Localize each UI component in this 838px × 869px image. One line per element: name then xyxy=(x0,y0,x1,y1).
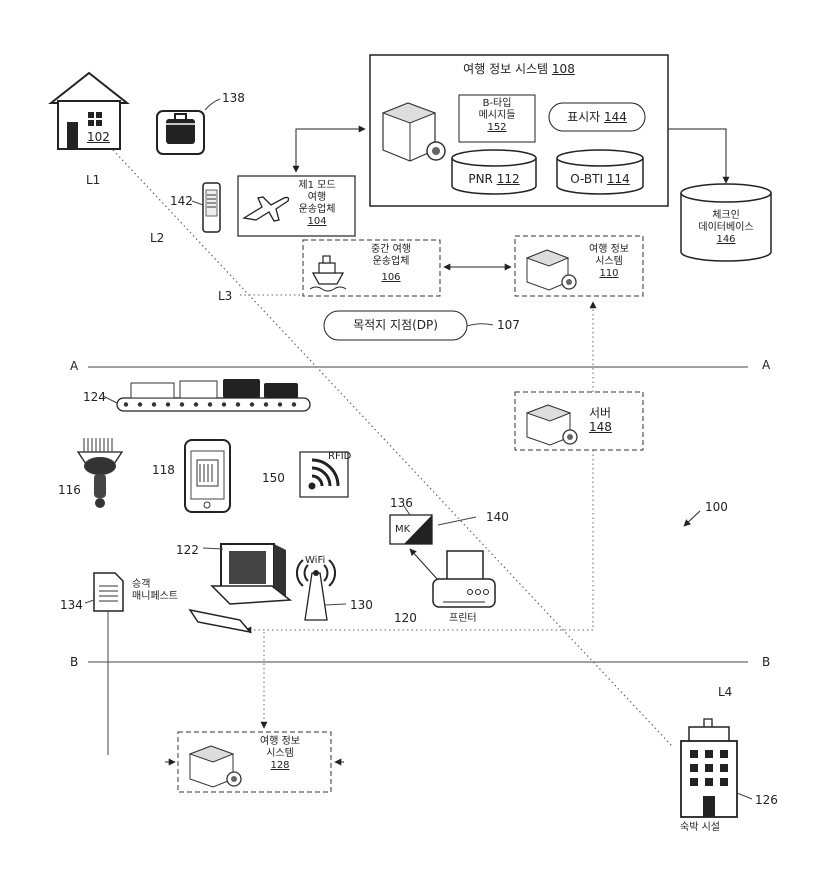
pnr-text: PNR xyxy=(468,172,493,186)
hotel-icon xyxy=(681,719,737,817)
system-128-ref: 128 xyxy=(240,760,320,772)
system-110-line1: 여행 정보 xyxy=(578,244,640,256)
conveyor-ref: 124 xyxy=(83,390,106,404)
boundary-a-right: A xyxy=(762,358,770,372)
carrier-104-ref: 104 xyxy=(282,216,352,228)
checkin-line1: 체크인 xyxy=(681,210,771,222)
leader-140 xyxy=(438,517,476,525)
carrier-104-line3: 운송업체 xyxy=(282,204,352,216)
mobile-ref: 118 xyxy=(152,463,175,477)
system-108-title-text: 여행 정보 시스템 xyxy=(463,62,548,76)
carrier-106-label: 중간 여행 운송업체 106 xyxy=(348,244,434,284)
rfid-ref: 150 xyxy=(262,471,285,485)
destination-ref: 107 xyxy=(497,318,520,332)
manifest-ref: 134 xyxy=(60,598,83,612)
computer-ref: 122 xyxy=(176,543,199,557)
rfid-label: RFID xyxy=(328,451,351,463)
boundary-a-left: A xyxy=(70,359,78,373)
obti-label: O-BTI 114 xyxy=(557,172,643,186)
leader-142 xyxy=(192,201,203,205)
carrier-106-ref: 106 xyxy=(348,272,434,284)
location-l1: L1 xyxy=(86,173,100,187)
carrier-106-line1: 중간 여행 xyxy=(348,244,434,256)
conveyor-icon xyxy=(117,379,310,411)
system-110-ref: 110 xyxy=(578,268,640,280)
leader-130 xyxy=(325,604,346,605)
carrier-104-line1: 제1 모드 xyxy=(282,180,352,192)
printer-label: 프린터 xyxy=(449,613,477,625)
tag-text: MK xyxy=(395,524,410,536)
manifest-label: 승객 매니페스트 xyxy=(132,579,178,603)
leader-138 xyxy=(205,99,220,110)
system-100-ref: 100 xyxy=(705,500,728,514)
wifi-label: WiFi xyxy=(305,555,325,567)
wifi-ref: 130 xyxy=(350,598,373,612)
server-148-text: 서버 xyxy=(589,406,639,420)
carrier-104-label: 제1 모드 여행 운송업체 104 xyxy=(282,180,352,228)
link-printer-tag xyxy=(410,549,438,580)
manifest-document-icon xyxy=(94,573,123,611)
checkin-line2: 데이터베이스 xyxy=(681,222,771,234)
pnr-label: PNR 112 xyxy=(452,172,536,186)
manifest-line2: 매니페스트 xyxy=(132,591,178,603)
printer-icon xyxy=(433,551,495,607)
carrier-104-line2: 여행 xyxy=(282,192,352,204)
tag-ref: 136 xyxy=(390,496,413,510)
server-148-ref: 148 xyxy=(589,420,639,434)
system-108-ref: 108 xyxy=(552,62,575,76)
pnr-ref: 112 xyxy=(497,172,520,186)
bag-ref: 138 xyxy=(222,91,245,105)
carrier-106-line2: 운송업체 xyxy=(348,256,434,268)
location-l4: L4 xyxy=(718,685,732,699)
house-ref: 102 xyxy=(87,130,110,144)
computer-icon xyxy=(190,544,290,632)
scanner-ref: 116 xyxy=(58,483,81,497)
system-110-label: 여행 정보 시스템 110 xyxy=(578,244,640,280)
scanner-icon xyxy=(78,438,122,508)
leader-126 xyxy=(737,793,752,799)
location-l3: L3 xyxy=(218,289,232,303)
leader-134 xyxy=(85,600,94,603)
checkin-ref: 146 xyxy=(681,234,771,246)
leader-107 xyxy=(467,324,493,326)
system-110-line2: 시스템 xyxy=(578,256,640,268)
btype-line1: B-타입 xyxy=(459,98,535,110)
server-148-label: 서버 148 xyxy=(589,406,639,434)
indicator-ref: 144 xyxy=(604,110,627,124)
destination-label: 목적지 지점(DP) xyxy=(324,318,467,332)
location-l2: L2 xyxy=(150,231,164,245)
system-128-line2: 시스템 xyxy=(240,748,320,760)
system-108-title: 여행 정보 시스템 108 xyxy=(419,62,619,76)
boundary-b-left: B xyxy=(70,655,78,669)
suitcase-icon xyxy=(157,111,204,154)
btype-line2: 메시지들 xyxy=(459,110,535,122)
indicator-text: 표시자 xyxy=(567,110,600,124)
system-128-line1: 여행 정보 xyxy=(240,736,320,748)
btype-ref: 152 xyxy=(459,122,535,134)
system-128-label: 여행 정보 시스템 128 xyxy=(240,736,320,772)
boundary-b-right: B xyxy=(762,655,770,669)
obti-ref: 114 xyxy=(607,172,630,186)
link-140-ref: 140 xyxy=(486,510,509,524)
hotel-label: 숙박 시설 xyxy=(680,822,720,834)
wifi-tower-icon xyxy=(297,560,335,620)
boarding-phone-icon xyxy=(203,183,220,232)
indicator-label: 표시자 144 xyxy=(549,110,645,124)
link-108-to-146 xyxy=(668,129,726,183)
checkin-db-label: 체크인 데이터베이스 146 xyxy=(681,210,771,246)
phone-ref: 142 xyxy=(170,194,193,208)
link-104-108 xyxy=(296,129,365,172)
obti-text: O-BTI xyxy=(570,172,603,186)
arrow-100 xyxy=(684,511,700,526)
mobile-boarding-icon xyxy=(185,440,230,512)
hotel-ref: 126 xyxy=(755,793,778,807)
btype-label: B-타입 메시지들 152 xyxy=(459,98,535,134)
printer-ref: 120 xyxy=(394,611,417,625)
manifest-line1: 승객 xyxy=(132,579,178,591)
